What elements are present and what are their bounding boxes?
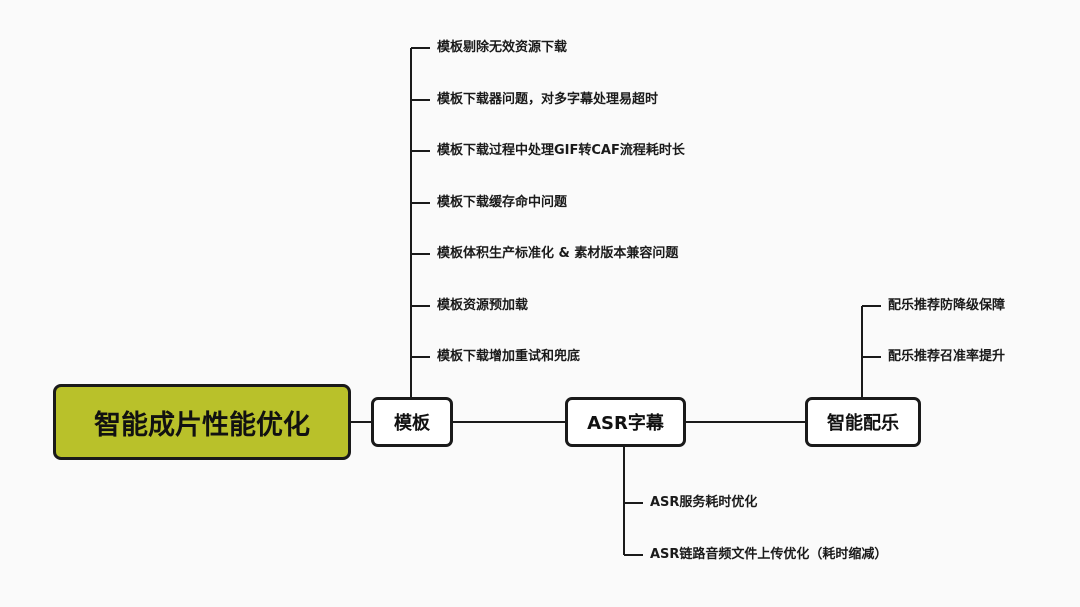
root-node[interactable]: 智能成片性能优化 — [53, 384, 351, 460]
leaf-music-2[interactable]: 配乐推荐召准率提升 — [888, 349, 1006, 364]
branch-label: ASR字幕 — [587, 413, 664, 434]
leaf-template-2[interactable]: 模板下载器问题，对多字幕处理易超时 — [437, 92, 659, 107]
leaf-music-1[interactable]: 配乐推荐防降级保障 — [888, 298, 1006, 313]
leaf-template-1[interactable]: 模板剔除无效资源下载 — [437, 40, 568, 55]
root-label: 智能成片性能优化 — [94, 409, 310, 441]
branch-label: 智能配乐 — [827, 413, 899, 434]
leaf-template-5[interactable]: 模板体积生产标准化 & 素材版本兼容问题 — [437, 246, 679, 261]
branch-node-template[interactable]: 模板 — [371, 397, 453, 447]
leaf-template-4[interactable]: 模板下载缓存命中问题 — [437, 195, 568, 210]
branch-node-music[interactable]: 智能配乐 — [805, 397, 921, 447]
branch-label: 模板 — [394, 413, 430, 434]
leaf-template-7[interactable]: 模板下载增加重试和兜底 — [437, 349, 581, 364]
leaf-asr-1[interactable]: ASR服务耗时优化 — [650, 495, 758, 510]
leaf-asr-2[interactable]: ASR链路音频文件上传优化（耗时缩减） — [650, 547, 888, 562]
leaf-template-3[interactable]: 模板下载过程中处理GIF转CAF流程耗时长 — [437, 143, 685, 158]
leaf-template-6[interactable]: 模板资源预加载 — [437, 298, 529, 313]
branch-node-asr[interactable]: ASR字幕 — [565, 397, 686, 447]
